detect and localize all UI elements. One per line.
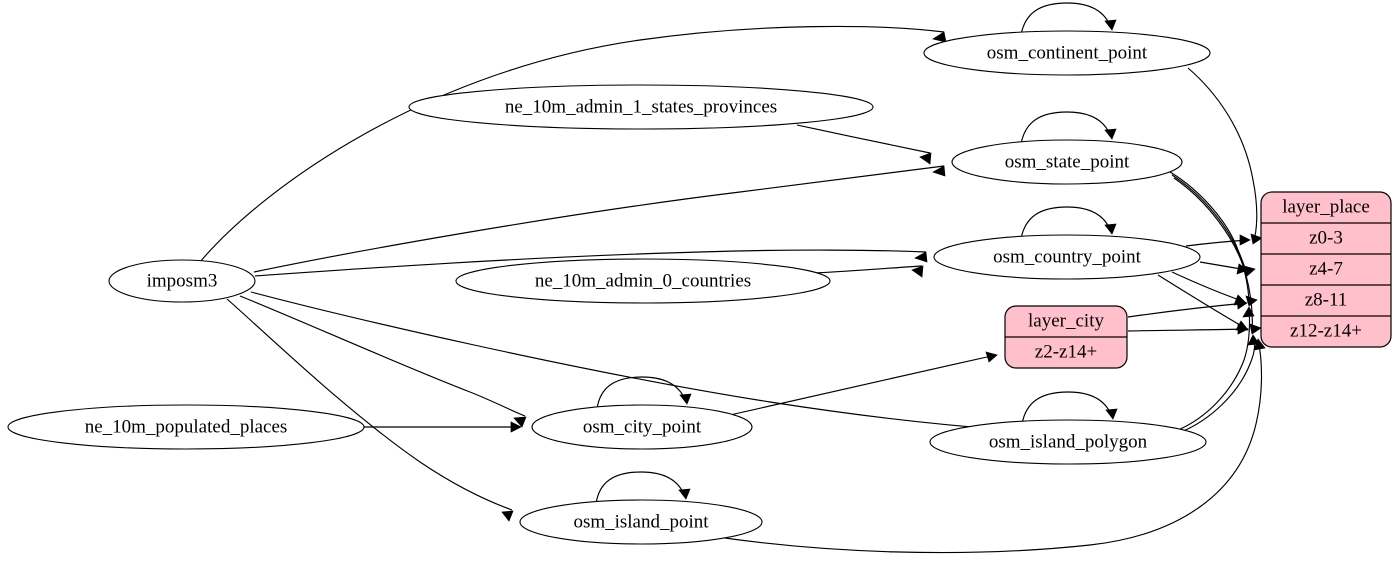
node-layer-city[interactable]: layer_city z2-z14+ <box>1004 305 1128 369</box>
node-layer-place[interactable]: layer_place z0-3 z4-7 z8-11 z12-z14+ <box>1260 191 1392 348</box>
node-osm-island-polygon[interactable]: osm_island_polygon <box>929 419 1207 465</box>
edge-osm-island-polygon-to-layer-place-z12 <box>1180 334 1260 433</box>
edge-layer-city-to-layer-place-z8-11 <box>1127 298 1248 318</box>
edge-imposm3-to-osm-country-point <box>254 249 928 277</box>
edge-osm-city-point-to-layer-city <box>729 351 998 416</box>
edge-osm-continent-point-to-layer-place-z0-3 <box>1187 67 1263 245</box>
edge-ne-countries-to-osm-country-point <box>813 265 924 278</box>
record-node-layer: layer_place z0-3 z4-7 z8-11 z12-z14+ lay… <box>1004 191 1392 369</box>
node-osm-state-point[interactable]: osm_state_point <box>951 139 1183 185</box>
node-osm-country-point[interactable]: osm_country_point <box>933 234 1201 280</box>
edge-layer-city-to-layer-place-z12 <box>1127 323 1249 335</box>
edge-imposm3-to-osm-island-point <box>226 298 514 522</box>
edge-osm-country-point-to-layer-place-z0-3 <box>1185 234 1251 247</box>
node-layer: imposm3 ne_10m_admin_1_states_provinces … <box>7 30 1211 545</box>
edge-self-loop-osm-country-point <box>1020 206 1117 240</box>
edge-osm-island-point-to-layer-place-z12 <box>717 338 1266 554</box>
edge-layer <box>199 2 1266 554</box>
edge-imposm3-to-osm-continent-point <box>199 25 947 263</box>
edge-imposm3-to-osm-state-point <box>253 165 946 273</box>
edge-self-loop-osm-state-point <box>1020 111 1117 145</box>
edge-osm-island-polygon-to-layer-place-z8-11 <box>1177 306 1255 431</box>
edge-ne-states-to-osm-state-point <box>796 124 932 165</box>
edge-osm-country-point-to-layer-place-z12 <box>1157 274 1249 331</box>
node-osm-city-point[interactable]: osm_city_point <box>531 404 753 450</box>
edge-osm-country-point-to-layer-place-z4-7 <box>1199 261 1249 275</box>
node-ne-10m-populated-places[interactable]: ne_10m_populated_places <box>7 404 365 450</box>
node-ne-10m-admin-1-states-provinces[interactable]: ne_10m_admin_1_states_provinces <box>408 84 874 130</box>
edge-self-loop-osm-continent-point <box>1020 2 1117 36</box>
node-osm-continent-point[interactable]: osm_continent_point <box>923 30 1211 76</box>
node-ne-10m-admin-0-countries[interactable]: ne_10m_admin_0_countries <box>455 258 831 304</box>
edge-imposm3-to-osm-city-point <box>239 295 527 428</box>
node-osm-island-point[interactable]: osm_island_point <box>519 499 763 545</box>
edge-self-loop-osm-island-polygon <box>1021 391 1118 425</box>
edge-self-loop-osm-city-point <box>596 376 692 410</box>
node-imposm3[interactable]: imposm3 <box>108 259 256 303</box>
edge-osm-country-point-to-layer-place-z8-11 <box>1171 271 1247 306</box>
edge-self-loop-osm-island-point <box>595 471 691 505</box>
edge-ne-places-to-osm-city-point <box>364 421 522 433</box>
